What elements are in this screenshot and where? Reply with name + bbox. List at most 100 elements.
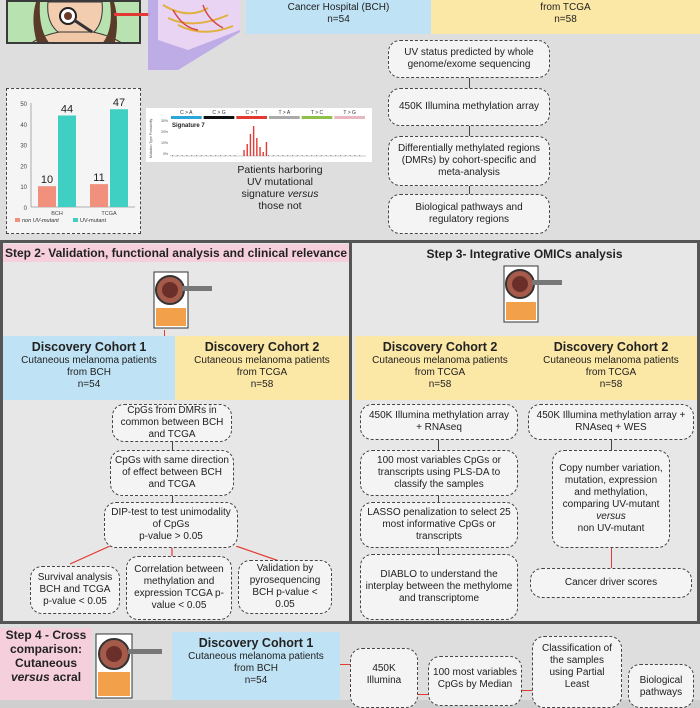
step4-title: Step 4 - Cross comparison: Cutaneous ver… xyxy=(0,628,92,700)
signature-category-label: T > A xyxy=(278,110,290,116)
lasso-box: LASSO penalization to select 25 most inf… xyxy=(360,502,518,548)
signature-category-label: C > A xyxy=(180,110,193,116)
cancer-driver-box: Cancer driver scores xyxy=(530,568,692,598)
signature-bar-small xyxy=(311,155,313,156)
signature-bar-small xyxy=(220,155,221,156)
signature-bar-small xyxy=(306,155,308,156)
bch-cohort-name: Cancer Hospital (BCH) xyxy=(287,2,390,13)
signature-label: Signature 7 xyxy=(172,123,205,129)
signature-bar-small xyxy=(349,155,351,156)
signature-category-label: T > C xyxy=(311,110,324,116)
arrow-connector xyxy=(438,496,439,502)
face-icon xyxy=(32,2,122,42)
pls-da-box: 100 most variables CpGs or transcripts u… xyxy=(360,450,518,496)
bch-cohort-box-top: Cancer Hospital (BCH) n=54 xyxy=(246,0,431,34)
signature-bar-small xyxy=(330,155,332,156)
methylation-array-box: 450K Illumina methylation array xyxy=(388,88,550,126)
y-tick-label: 40 xyxy=(20,123,27,129)
step4-variable-cpgs-box: 100 most variables CpGs by Median xyxy=(428,656,522,706)
bar-value-label: 47 xyxy=(113,97,125,109)
signature-bar xyxy=(246,144,248,156)
bar-value-label: 44 xyxy=(61,103,73,115)
signature-bar-small xyxy=(210,155,212,156)
legend-swatch xyxy=(73,218,78,222)
signature-bar xyxy=(252,126,255,156)
arrow-connector xyxy=(172,496,173,502)
signature-bar-small xyxy=(176,155,178,156)
signature-bar-small xyxy=(181,155,183,156)
tumor-sample-icon xyxy=(148,268,218,330)
signature-category-label: C > T xyxy=(246,110,258,116)
arrow-connector xyxy=(418,694,428,695)
tumor-sample-icon xyxy=(92,628,166,700)
skin-tissue-illustration xyxy=(148,0,248,70)
signature-bar-small xyxy=(277,155,279,156)
signature-y-tick: 20% xyxy=(161,130,168,134)
signature-bar-small xyxy=(325,155,327,156)
legend-swatch xyxy=(15,218,20,222)
diablo-box: DIABLO to understand the interplay betwe… xyxy=(360,554,518,620)
signature-category-label: T > G xyxy=(343,110,356,116)
arrow-connector xyxy=(611,548,612,568)
bar-value-label: 11 xyxy=(93,172,104,184)
signature-bar-small xyxy=(359,155,361,156)
arrow-connector xyxy=(340,664,350,665)
signature-bar-small xyxy=(215,155,217,156)
signature-bar-small xyxy=(335,155,337,156)
x-tick-label: TCGA xyxy=(101,211,117,217)
signature-category-bar xyxy=(269,116,300,119)
legend-label: non UV-mutant xyxy=(22,218,59,224)
signature-bar-small xyxy=(234,155,236,156)
signature-y-tick: 30% xyxy=(161,119,168,123)
arrow-connector xyxy=(469,186,470,194)
arrow-connector xyxy=(438,440,439,450)
dip-test-box: DIP-test to test unimodality of CpGs p-v… xyxy=(104,502,238,548)
pointer-line xyxy=(114,13,150,16)
step3-title: Step 3- Integrative OMICs analysis xyxy=(426,247,623,261)
signature-bar xyxy=(249,134,252,156)
step4-pathways-box: Biological pathways xyxy=(628,664,694,708)
signature-bar xyxy=(243,150,245,156)
signature-bar-small xyxy=(320,155,322,156)
x-tick-label: BCH xyxy=(51,211,63,217)
y-tick-label: 50 xyxy=(20,102,27,108)
signature-caption: Patients harboring UV mutational signatu… xyxy=(237,164,323,212)
step2-cohort2-box: Discovery Cohort 2 Cutaneous melanoma pa… xyxy=(175,336,349,400)
pyrosequencing-box: Validation by pyrosequencing BCH p-value… xyxy=(238,560,332,614)
survival-box: Survival analysis BCH and TCGA p-value <… xyxy=(30,566,120,614)
y-tick-label: 10 xyxy=(20,185,27,191)
signature-bar-small xyxy=(282,155,284,156)
signature-category-label: C > G xyxy=(212,110,225,116)
signature-category-bar xyxy=(171,116,202,119)
bar xyxy=(90,184,108,207)
bar xyxy=(58,115,76,207)
signature-ylabel: Mutation Type Probability xyxy=(149,119,153,158)
step3-cohort-left: Discovery Cohort 2 Cutaneous melanoma pa… xyxy=(355,336,525,400)
signature-bar-small xyxy=(296,155,298,156)
methylation-rnaseq-wes-box: 450K Illumina methylation array + RNAseq… xyxy=(528,404,694,440)
signature-y-tick: 10% xyxy=(161,141,168,145)
signature-category-bar xyxy=(203,116,235,119)
signature-bar-small xyxy=(191,155,193,156)
bar xyxy=(110,109,128,207)
arrow-connector xyxy=(469,78,470,88)
signature-category-bar xyxy=(301,116,333,119)
signature-bar xyxy=(259,147,261,156)
same-direction-box: CpGs with same direction of effect betwe… xyxy=(110,450,234,496)
signature-bar-small xyxy=(186,155,188,156)
arrow-connector xyxy=(522,690,532,691)
signature-bar-small xyxy=(200,155,202,156)
signature-bar xyxy=(262,152,264,156)
signature-y-tick: 0% xyxy=(163,152,168,156)
signature-bar-small xyxy=(268,155,269,156)
tcga-cohort-name: from TCGA xyxy=(540,2,591,13)
step4-illumina-box: 450K Illumina xyxy=(350,648,418,708)
signature-bar xyxy=(265,142,268,156)
y-tick-label: 30 xyxy=(20,144,27,150)
y-tick-label: 0 xyxy=(24,206,28,212)
signature-bar-small xyxy=(344,155,346,156)
dmr-box: Differentially methylated regions (DMRs)… xyxy=(388,136,550,186)
signature-bar-small xyxy=(354,155,356,156)
